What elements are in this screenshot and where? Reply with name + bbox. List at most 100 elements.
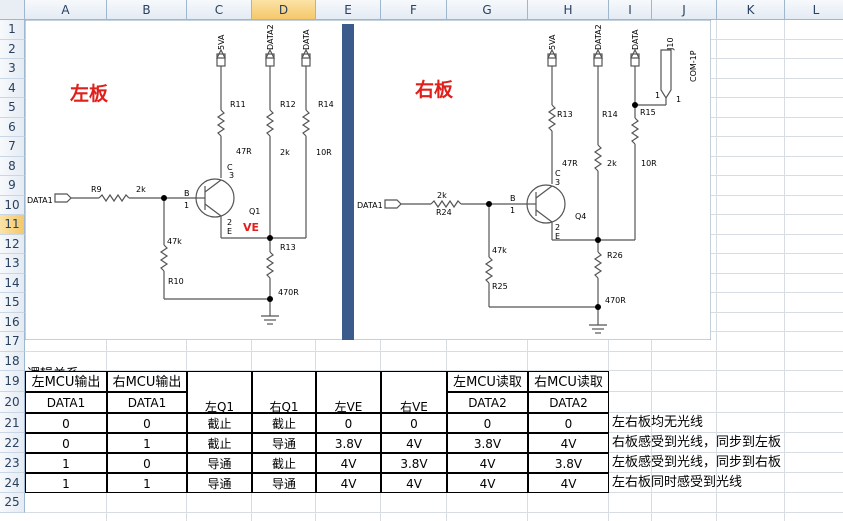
right-label-r15: R15 <box>640 108 656 117</box>
table-cell: 4V <box>528 473 609 493</box>
row-header-4[interactable]: 4 <box>0 78 25 98</box>
row-header-16[interactable]: 16 <box>0 312 25 332</box>
row-header-12[interactable]: 12 <box>0 234 25 254</box>
table-cell: 4V <box>447 473 528 493</box>
right-board-title: 右板 <box>414 78 454 101</box>
row-header-22[interactable]: 22 <box>0 433 25 453</box>
row-header-18[interactable]: 18 <box>0 351 25 371</box>
left-label-r10: R10 <box>168 277 184 286</box>
table-cell: 4V <box>528 433 609 453</box>
row-header-2[interactable]: 2 <box>0 39 25 59</box>
row-header-3[interactable]: 3 <box>0 59 25 79</box>
table-cell: 4V <box>316 473 381 493</box>
column-header-e[interactable]: E <box>316 0 381 20</box>
left-label-r14: R14 <box>318 100 334 109</box>
column-header-l[interactable]: L <box>785 0 843 20</box>
row-header-9[interactable]: 9 <box>0 176 25 196</box>
column-header-b[interactable]: B <box>107 0 187 20</box>
table-cell: 1 <box>107 473 187 493</box>
row-header-25[interactable]: 25 <box>0 493 25 513</box>
header-top-6: 左MCU读取 <box>447 371 528 392</box>
column-header-k[interactable]: K <box>717 0 785 20</box>
left-label-pin3: 3 <box>229 171 234 180</box>
grid-row-line <box>25 350 843 352</box>
table-cell: 0 <box>107 413 187 433</box>
left-label-input: DATA1 <box>27 196 53 205</box>
row-header-17[interactable]: 17 <box>0 332 25 352</box>
table-cell: 0 <box>107 453 187 473</box>
divider-strip <box>342 24 354 340</box>
header-bottom-4: 左VE <box>316 371 381 413</box>
header-top-1: 右MCU输出 <box>107 371 187 392</box>
left-label-pin1: 1 <box>184 201 189 210</box>
row-header-6[interactable]: 6 <box>0 117 25 137</box>
right-label-jpin2: 1 <box>676 95 681 104</box>
header-top-7: 右MCU读取 <box>528 371 609 392</box>
left-label-data2: DATA2 <box>266 24 275 50</box>
row-header-11[interactable]: 11 <box>0 215 25 235</box>
right-label-r26: R26 <box>607 251 623 260</box>
table-cell: 截止 <box>187 433 252 453</box>
table-cell: 0 <box>25 433 107 453</box>
left-label-vcc: 5VA <box>217 34 226 50</box>
row-header-7[interactable]: 7 <box>0 137 25 157</box>
right-circuit-wires <box>384 48 672 334</box>
column-header-a[interactable]: A <box>25 0 107 20</box>
right-label-r24v: 2k <box>437 191 447 200</box>
column-header-h[interactable]: H <box>528 0 609 20</box>
column-header-f[interactable]: F <box>381 0 447 20</box>
row-header-13[interactable]: 13 <box>0 254 25 274</box>
row-header-14[interactable]: 14 <box>0 273 25 293</box>
row-header-15[interactable]: 15 <box>0 293 25 313</box>
grid-col-line <box>784 20 785 521</box>
table-cell: 截止 <box>187 413 252 433</box>
right-label-q: Q4 <box>575 212 586 221</box>
column-header-i[interactable]: I <box>609 0 652 20</box>
row-header-19[interactable]: 19 <box>0 371 25 392</box>
row-header-5[interactable]: 5 <box>0 98 25 118</box>
row-header-1[interactable]: 1 <box>0 20 25 40</box>
row-header-23[interactable]: 23 <box>0 453 25 473</box>
column-header-d[interactable]: D <box>252 0 316 20</box>
row-header-24[interactable]: 24 <box>0 473 25 493</box>
left-label-ve: VE <box>243 221 259 234</box>
right-label-jname: COM-1P <box>689 50 698 82</box>
right-label-pin3: 3 <box>555 178 560 187</box>
right-circuit-nodes <box>486 102 638 310</box>
select-all-corner[interactable] <box>0 0 25 20</box>
column-header-j[interactable]: J <box>652 0 717 20</box>
right-label-r13v: 47R <box>562 159 578 168</box>
table-cell: 4V <box>447 453 528 473</box>
column-header-g[interactable]: G <box>447 0 528 20</box>
row-note: 左板感受到光线，同步到右板 <box>612 455 782 470</box>
table-cell: 1 <box>25 453 107 473</box>
row-header-8[interactable]: 8 <box>0 156 25 176</box>
right-label-input: DATA1 <box>357 201 383 210</box>
left-label-r12: R12 <box>280 100 296 109</box>
right-label-jpin1: 1 <box>655 91 660 100</box>
header-bottom-2: 左Q1 <box>187 371 252 413</box>
circuit-diagram-image[interactable]: 左板 右板 5VA DATA2 DATA R11 47R R12 2k R14 … <box>24 19 712 341</box>
table-cell: 导通 <box>187 473 252 493</box>
right-label-vcc: 5VA <box>548 34 557 50</box>
table-cell: 4V <box>316 453 381 473</box>
left-circuit-wires <box>54 48 311 325</box>
left-label-pin2: 2 <box>227 218 232 227</box>
row-header-10[interactable]: 10 <box>0 195 25 215</box>
grid-col-line <box>716 20 717 521</box>
right-label-e: E <box>555 232 560 241</box>
row-header-20[interactable]: 20 <box>0 392 25 413</box>
table-cell: 4V <box>381 433 447 453</box>
column-header-c[interactable]: C <box>187 0 252 20</box>
table-cell: 截止 <box>252 453 316 473</box>
right-label-data2: DATA2 <box>594 24 603 50</box>
header-bottom-0: DATA1 <box>25 392 107 413</box>
left-label-r11: R11 <box>230 100 246 109</box>
table-cell: 3.8V <box>447 433 528 453</box>
right-label-r15v: 10R <box>641 159 657 168</box>
row-note: 左右板同时感受到光线 <box>612 475 743 490</box>
left-label-r13: R13 <box>280 243 296 252</box>
row-header-21[interactable]: 21 <box>0 413 25 433</box>
right-label-r13: R13 <box>557 110 573 119</box>
